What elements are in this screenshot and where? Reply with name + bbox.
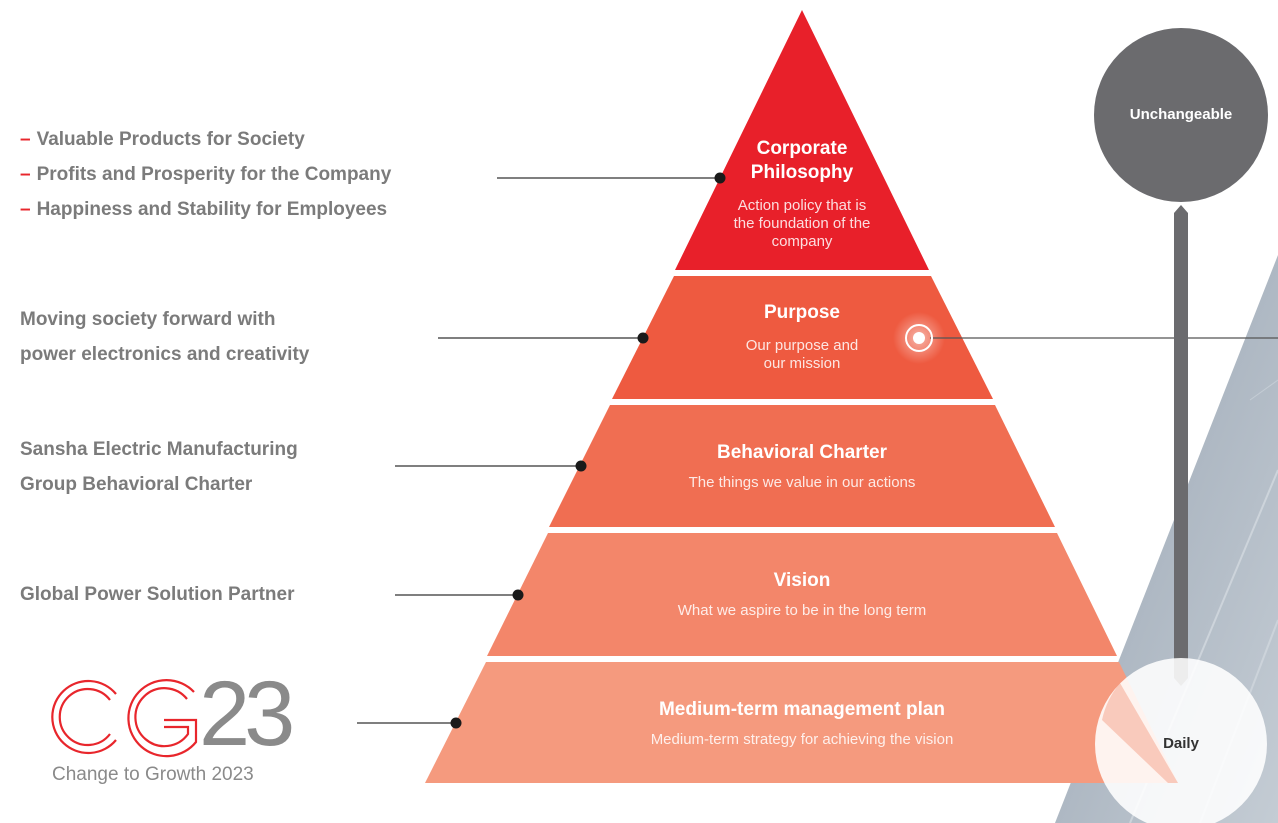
dash-icon: – — [20, 164, 31, 185]
tier-behavioral-charter — [549, 405, 1055, 527]
vision-label: Global Power Solution Partner — [20, 577, 294, 612]
cg23-number: 23 — [199, 663, 295, 765]
tier-desc-vision: What we aspire to be in the long term — [552, 602, 1052, 620]
purpose-target-dot — [913, 332, 925, 344]
unchangeable-label: Unchangeable — [1129, 106, 1233, 123]
bullet-item: –Profits and Prosperity for the Company — [20, 157, 391, 192]
tier-desc-line: the foundation of the — [733, 215, 871, 232]
daily-circle — [1095, 658, 1267, 823]
purpose-label-line: power electronics and creativity — [20, 344, 310, 365]
bullet-item: –Valuable Products for Society — [20, 122, 391, 157]
tier-title-purpose: Purpose — [652, 301, 952, 325]
purpose-label-line: Moving society forward with — [20, 309, 276, 330]
tier-title-text: Vision — [773, 570, 831, 591]
tier-vision — [487, 533, 1117, 656]
tier-title-text: Behavioral Charter — [716, 442, 887, 463]
daily-circle-overlap — [1102, 683, 1178, 783]
tier-title-charter: Behavioral Charter — [602, 441, 1002, 465]
connector-dot-charter — [575, 460, 587, 472]
daily-label: Daily — [1163, 735, 1199, 752]
connector-dot-purpose — [637, 332, 649, 344]
tier-title-line: Corporate — [756, 138, 848, 159]
tier-desc-line: company — [771, 233, 833, 250]
bullet-item: –Happiness and Stability for Employees — [20, 192, 391, 227]
tier-desc-line: The things we value in our actions — [688, 474, 916, 491]
connector-dot-plan — [450, 717, 462, 729]
tier-title-philosophy: Corporate Philosophy — [702, 137, 902, 185]
tier-title-text: Medium-term management plan — [658, 699, 946, 720]
tier-title-vision: Vision — [552, 569, 1052, 593]
tier-corporate-philosophy — [675, 10, 929, 270]
dash-icon: – — [20, 129, 31, 150]
unchangeable-circle — [1094, 28, 1268, 202]
tier-desc-philosophy: Action policy that is the foundation of … — [702, 197, 902, 251]
charter-label: Sansha Electric Manufacturing Group Beha… — [20, 432, 298, 502]
tier-title-text: Purpose — [763, 302, 841, 323]
tier-title-line: Philosophy — [750, 162, 854, 183]
purpose-target-icon — [905, 324, 933, 352]
bullet-text: Happiness and Stability for Employees — [36, 199, 388, 220]
cg23-tagline: Change to Growth 2023 — [52, 764, 254, 785]
purpose-label: Moving society forward with power electr… — [20, 302, 309, 372]
bullet-text: Valuable Products for Society — [36, 129, 305, 150]
scale-bar — [1174, 205, 1188, 686]
tier-desc-plan: Medium-term strategy for achieving the v… — [552, 731, 1052, 749]
vision-label-line: Global Power Solution Partner — [20, 584, 295, 605]
tier-desc-line: Our purpose and — [745, 337, 859, 354]
tier-desc-charter: The things we value in our actions — [602, 474, 1002, 492]
dash-icon: – — [20, 199, 31, 220]
cg23-logo: 23 Change to Growth 2023 — [46, 664, 296, 790]
connector-dot-philosophy — [714, 172, 726, 184]
tier-desc-purpose: Our purpose and our mission — [652, 337, 952, 373]
tier-desc-line: Medium-term strategy for achieving the v… — [650, 731, 954, 748]
philosophy-bullets: –Valuable Products for Society –Profits … — [20, 122, 391, 227]
tier-desc-line: Action policy that is — [737, 197, 867, 214]
tier-desc-line: What we aspire to be in the long term — [677, 602, 927, 619]
connector-dot-vision — [512, 589, 524, 601]
tier-medium-term-plan — [425, 662, 1178, 783]
tier-title-plan: Medium-term management plan — [552, 698, 1052, 722]
tier-desc-line: our mission — [763, 355, 841, 372]
cg23-logo-mark — [51, 679, 198, 758]
charter-label-line: Sansha Electric Manufacturing — [20, 439, 298, 460]
bullet-text: Profits and Prosperity for the Company — [36, 164, 392, 185]
tier-purpose — [612, 276, 993, 399]
charter-label-line: Group Behavioral Charter — [20, 474, 253, 495]
